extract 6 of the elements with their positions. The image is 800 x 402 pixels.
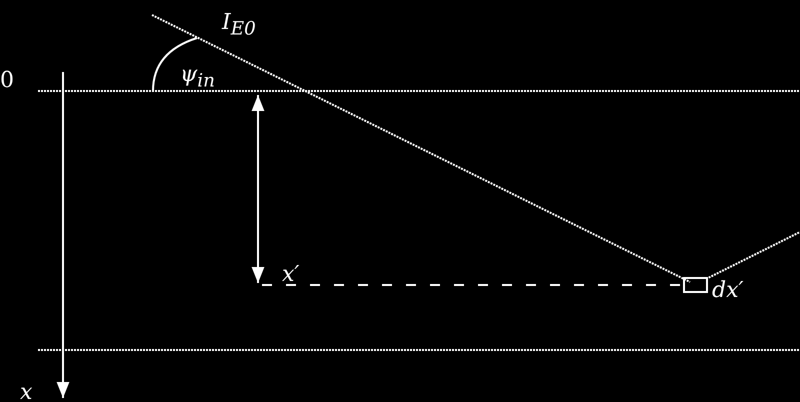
beam-intensity-label: I$_{E0}$ [222, 12, 256, 39]
depth-element-label: dx′ [712, 280, 744, 302]
depth-label: x′ [282, 264, 300, 286]
angle-label: ψ$_{in}$ [180, 64, 215, 91]
origin-label: 0 [0, 70, 14, 92]
depth-axis-label: x [20, 382, 32, 402]
